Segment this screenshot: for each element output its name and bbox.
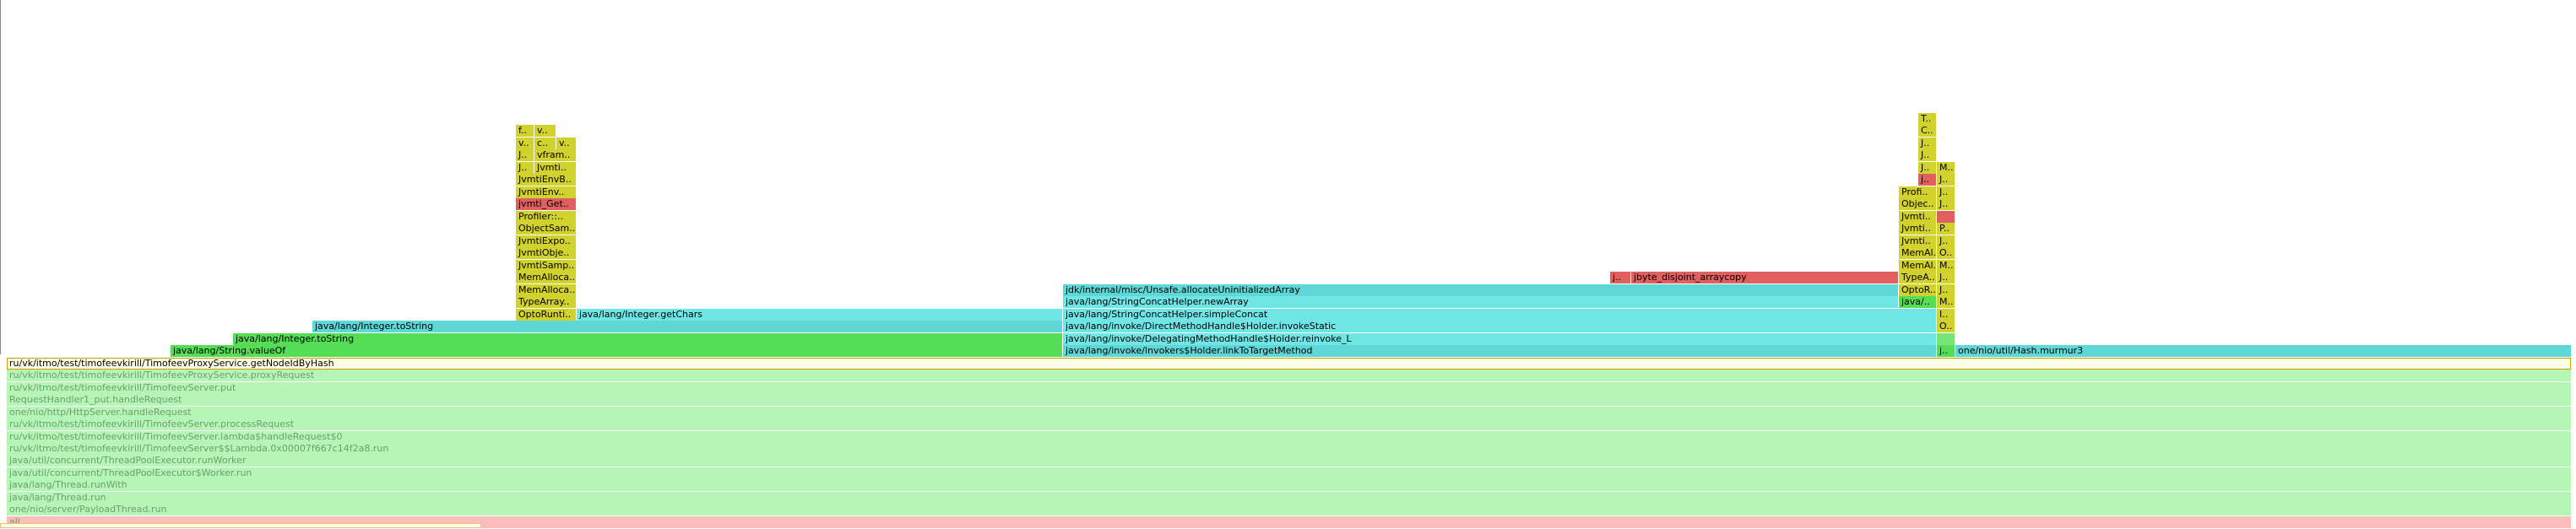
flame-frame[interactable]: ru/vk/itmo/test/timofeevkirill/TimofeevS… — [7, 382, 2572, 394]
flame-frame[interactable]: MemAl.. — [1899, 247, 1937, 259]
flame-frame[interactable]: TypeA.. — [1899, 272, 1937, 283]
flame-frame[interactable]: java/lang/Integer.toString — [312, 321, 1063, 332]
flame-frame[interactable]: J.. — [1937, 174, 1955, 186]
flame-frame[interactable]: java/util/concurrent/ThreadPoolExecutor.… — [7, 455, 2572, 467]
flame-frame[interactable]: I.. — [1937, 309, 1955, 321]
flame-frame[interactable]: j.. — [1610, 272, 1631, 283]
flame-frame[interactable]: J.. — [1918, 162, 1937, 174]
flame-frame[interactable]: Jvmti.. — [1899, 235, 1937, 247]
flame-frame[interactable]: MemAlloca.. — [516, 272, 577, 283]
flame-frame[interactable]: TypeArray.. — [516, 296, 577, 308]
flame-frame[interactable]: MemAl.. — [1899, 260, 1937, 272]
flame-frame[interactable]: jdk/internal/misc/Unsafe.allocateUniniti… — [1063, 284, 1899, 296]
flame-frame[interactable]: C.. — [1918, 125, 1937, 137]
flame-frame[interactable]: f.. — [516, 125, 534, 137]
flame-frame[interactable]: M.. — [1937, 296, 1955, 308]
flame-frame[interactable]: java/lang/Thread.runWith — [7, 479, 2572, 491]
flame-frame[interactable]: java/lang/invoke/DelegatingMethodHandle$… — [1063, 333, 1937, 345]
flame-frame[interactable]: vfram.. — [534, 149, 577, 161]
flame-frame[interactable]: J.. — [1937, 235, 1955, 247]
flame-frame[interactable]: Profiler::.. — [516, 211, 577, 223]
left-axis-line — [0, 0, 1, 354]
flame-frame[interactable]: J.. — [1937, 284, 1955, 296]
flame-frame[interactable]: RequestHandler1_put.handleRequest — [7, 394, 2572, 406]
flame-frame[interactable]: ru/vk/itmo/test/timofeevkirill/TimofeevP… — [7, 370, 2572, 381]
flame-frame[interactable]: ru/vk/itmo/test/timofeevkirill/TimofeevP… — [7, 358, 2572, 370]
flame-frame[interactable]: J.. — [516, 149, 534, 161]
flame-frame[interactable]: ObjectSam.. — [516, 223, 577, 235]
flame-frame[interactable]: java/lang/StringConcatHelper.newArray — [1063, 296, 1899, 308]
flame-frame[interactable] — [1937, 333, 1955, 345]
flame-frame[interactable]: ru/vk/itmo/test/timofeevkirill/TimofeevS… — [7, 443, 2572, 455]
flame-frame[interactable]: Jvmti.. — [1899, 211, 1937, 223]
flame-frame[interactable]: jvmti_Get.. — [516, 198, 577, 210]
flame-frame[interactable]: JvmtiEnv.. — [516, 186, 577, 198]
flame-frame[interactable]: java/lang/invoke/DirectMethodHandle$Hold… — [1063, 321, 1937, 332]
flame-frame[interactable]: J.. — [1918, 149, 1937, 161]
flame-frame[interactable]: one/nio/http/HttpServer.handleRequest — [7, 407, 2572, 418]
flame-frame[interactable]: ru/vk/itmo/test/timofeevkirill/TimofeevS… — [7, 431, 2572, 443]
flame-frame[interactable]: Objec.. — [1899, 198, 1937, 210]
flame-frame[interactable]: v.. — [534, 125, 556, 137]
flame-frame[interactable]: ru/vk/itmo/test/timofeevkirill/TimofeevS… — [7, 418, 2572, 430]
flame-frame[interactable]: OptoR.. — [1899, 284, 1937, 296]
flame-frame[interactable]: M.. — [1937, 162, 1955, 174]
flame-frame[interactable] — [1937, 211, 1955, 223]
flame-frame[interactable]: v.. — [516, 138, 534, 149]
flame-frame[interactable]: JvmtiEnvB.. — [516, 174, 577, 186]
flame-frame[interactable]: Jvmti.. — [534, 162, 577, 174]
flame-frame[interactable]: java/lang/Integer.getChars — [577, 309, 1063, 321]
flame-frame[interactable]: J.. — [516, 162, 534, 174]
flame-frame[interactable]: P.. — [1937, 223, 1955, 235]
flame-frame[interactable]: JvmtiObje.. — [516, 247, 577, 259]
flame-frame[interactable]: MemAlloca.. — [516, 284, 577, 296]
flame-frame[interactable]: JvmtiSamp.. — [516, 260, 577, 272]
flame-frame[interactable]: j.. — [1937, 345, 1955, 357]
flame-frame[interactable]: java/lang/String.valueOf — [171, 345, 1063, 357]
status-bar — [0, 523, 481, 528]
flame-frame[interactable]: JvmtiExpo.. — [516, 235, 577, 247]
flame-frame[interactable]: J.. — [1918, 138, 1937, 149]
flame-frame[interactable]: jbyte_disjoint_arraycopy — [1631, 272, 1899, 283]
flame-frame[interactable]: Profi.. — [1899, 186, 1937, 198]
flame-frame[interactable]: java/lang/Thread.run — [7, 492, 2572, 504]
flame-frame[interactable]: J.. — [1937, 272, 1955, 283]
flame-frame[interactable]: M.. — [1937, 260, 1955, 272]
flame-frame[interactable]: c.. — [534, 138, 556, 149]
flame-frame[interactable]: java/util/concurrent/ThreadPoolExecutor$… — [7, 467, 2572, 479]
flame-frame[interactable]: one/nio/server/PayloadThread.run — [7, 504, 2572, 516]
flame-frame[interactable]: j.. — [1918, 174, 1937, 186]
flame-frame[interactable]: java/lang/StringConcatHelper.simpleConca… — [1063, 309, 1937, 321]
flame-frame[interactable]: java/lang/Integer.toString — [233, 333, 1063, 345]
flame-frame[interactable]: J.. — [1937, 186, 1955, 198]
flame-frame[interactable]: java/lang/invoke/Invokers$Holder.linkToT… — [1063, 345, 1937, 357]
flame-frame[interactable]: java/.. — [1899, 296, 1937, 308]
flame-frame[interactable]: v.. — [556, 138, 577, 149]
flame-frame[interactable]: one/nio/util/Hash.murmur3 — [1955, 345, 2572, 357]
flame-frame[interactable]: O.. — [1937, 247, 1955, 259]
flame-frame[interactable]: T.. — [1918, 113, 1937, 125]
flame-frame[interactable]: J.. — [1937, 198, 1955, 210]
flame-frame[interactable]: OptoRunti.. — [516, 309, 577, 321]
flame-frame[interactable]: Jvmti.. — [1899, 223, 1937, 235]
flame-frame[interactable]: O.. — [1937, 321, 1955, 332]
